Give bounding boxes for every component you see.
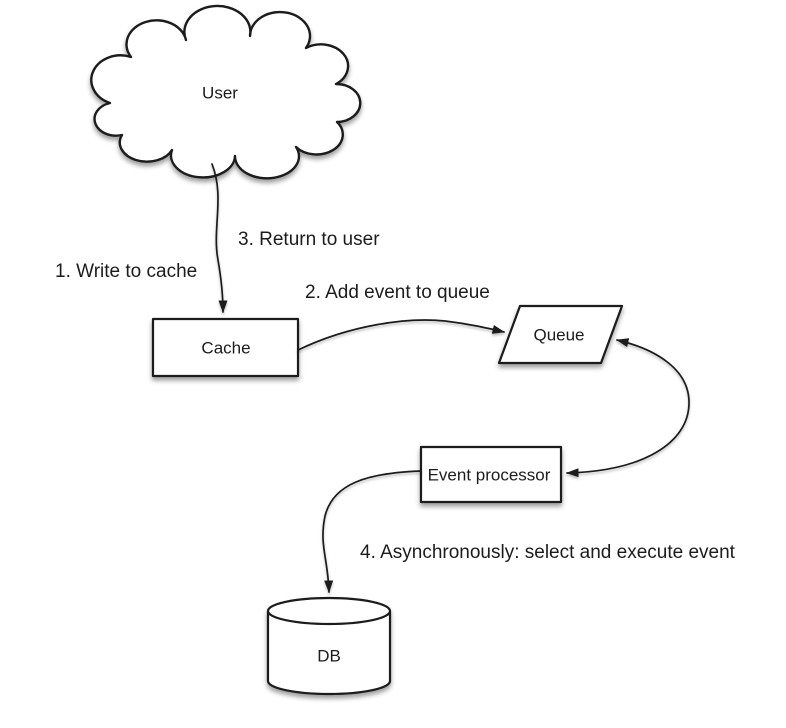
cache-node-label: Cache xyxy=(201,339,250,358)
step-1-label: 1. Write to cache xyxy=(55,261,197,282)
user-node-label: User xyxy=(202,84,238,103)
db-node-label: DB xyxy=(317,647,341,666)
step-2-label: 2. Add event to queue xyxy=(305,282,490,303)
cache-box xyxy=(151,317,300,378)
event-processor-box xyxy=(419,445,563,504)
event-processor-to-db-arrow xyxy=(322,470,422,593)
event-processor-node-label: Event processor xyxy=(428,466,551,485)
step-3-label: 3. Return to user xyxy=(238,229,380,250)
user-to-cache-arrow xyxy=(211,163,228,313)
step-4-label: 4. Asynchronously: select and execute ev… xyxy=(360,542,736,563)
db-cylinder xyxy=(266,596,392,696)
queue-node-label: Queue xyxy=(533,326,584,345)
db-cylinder-top xyxy=(266,596,392,626)
db-cylinder-body xyxy=(266,611,392,696)
cache-to-queue-arrow xyxy=(297,319,505,351)
queue-processor-double-arrow xyxy=(566,338,690,478)
user-cloud-shape xyxy=(90,4,362,180)
